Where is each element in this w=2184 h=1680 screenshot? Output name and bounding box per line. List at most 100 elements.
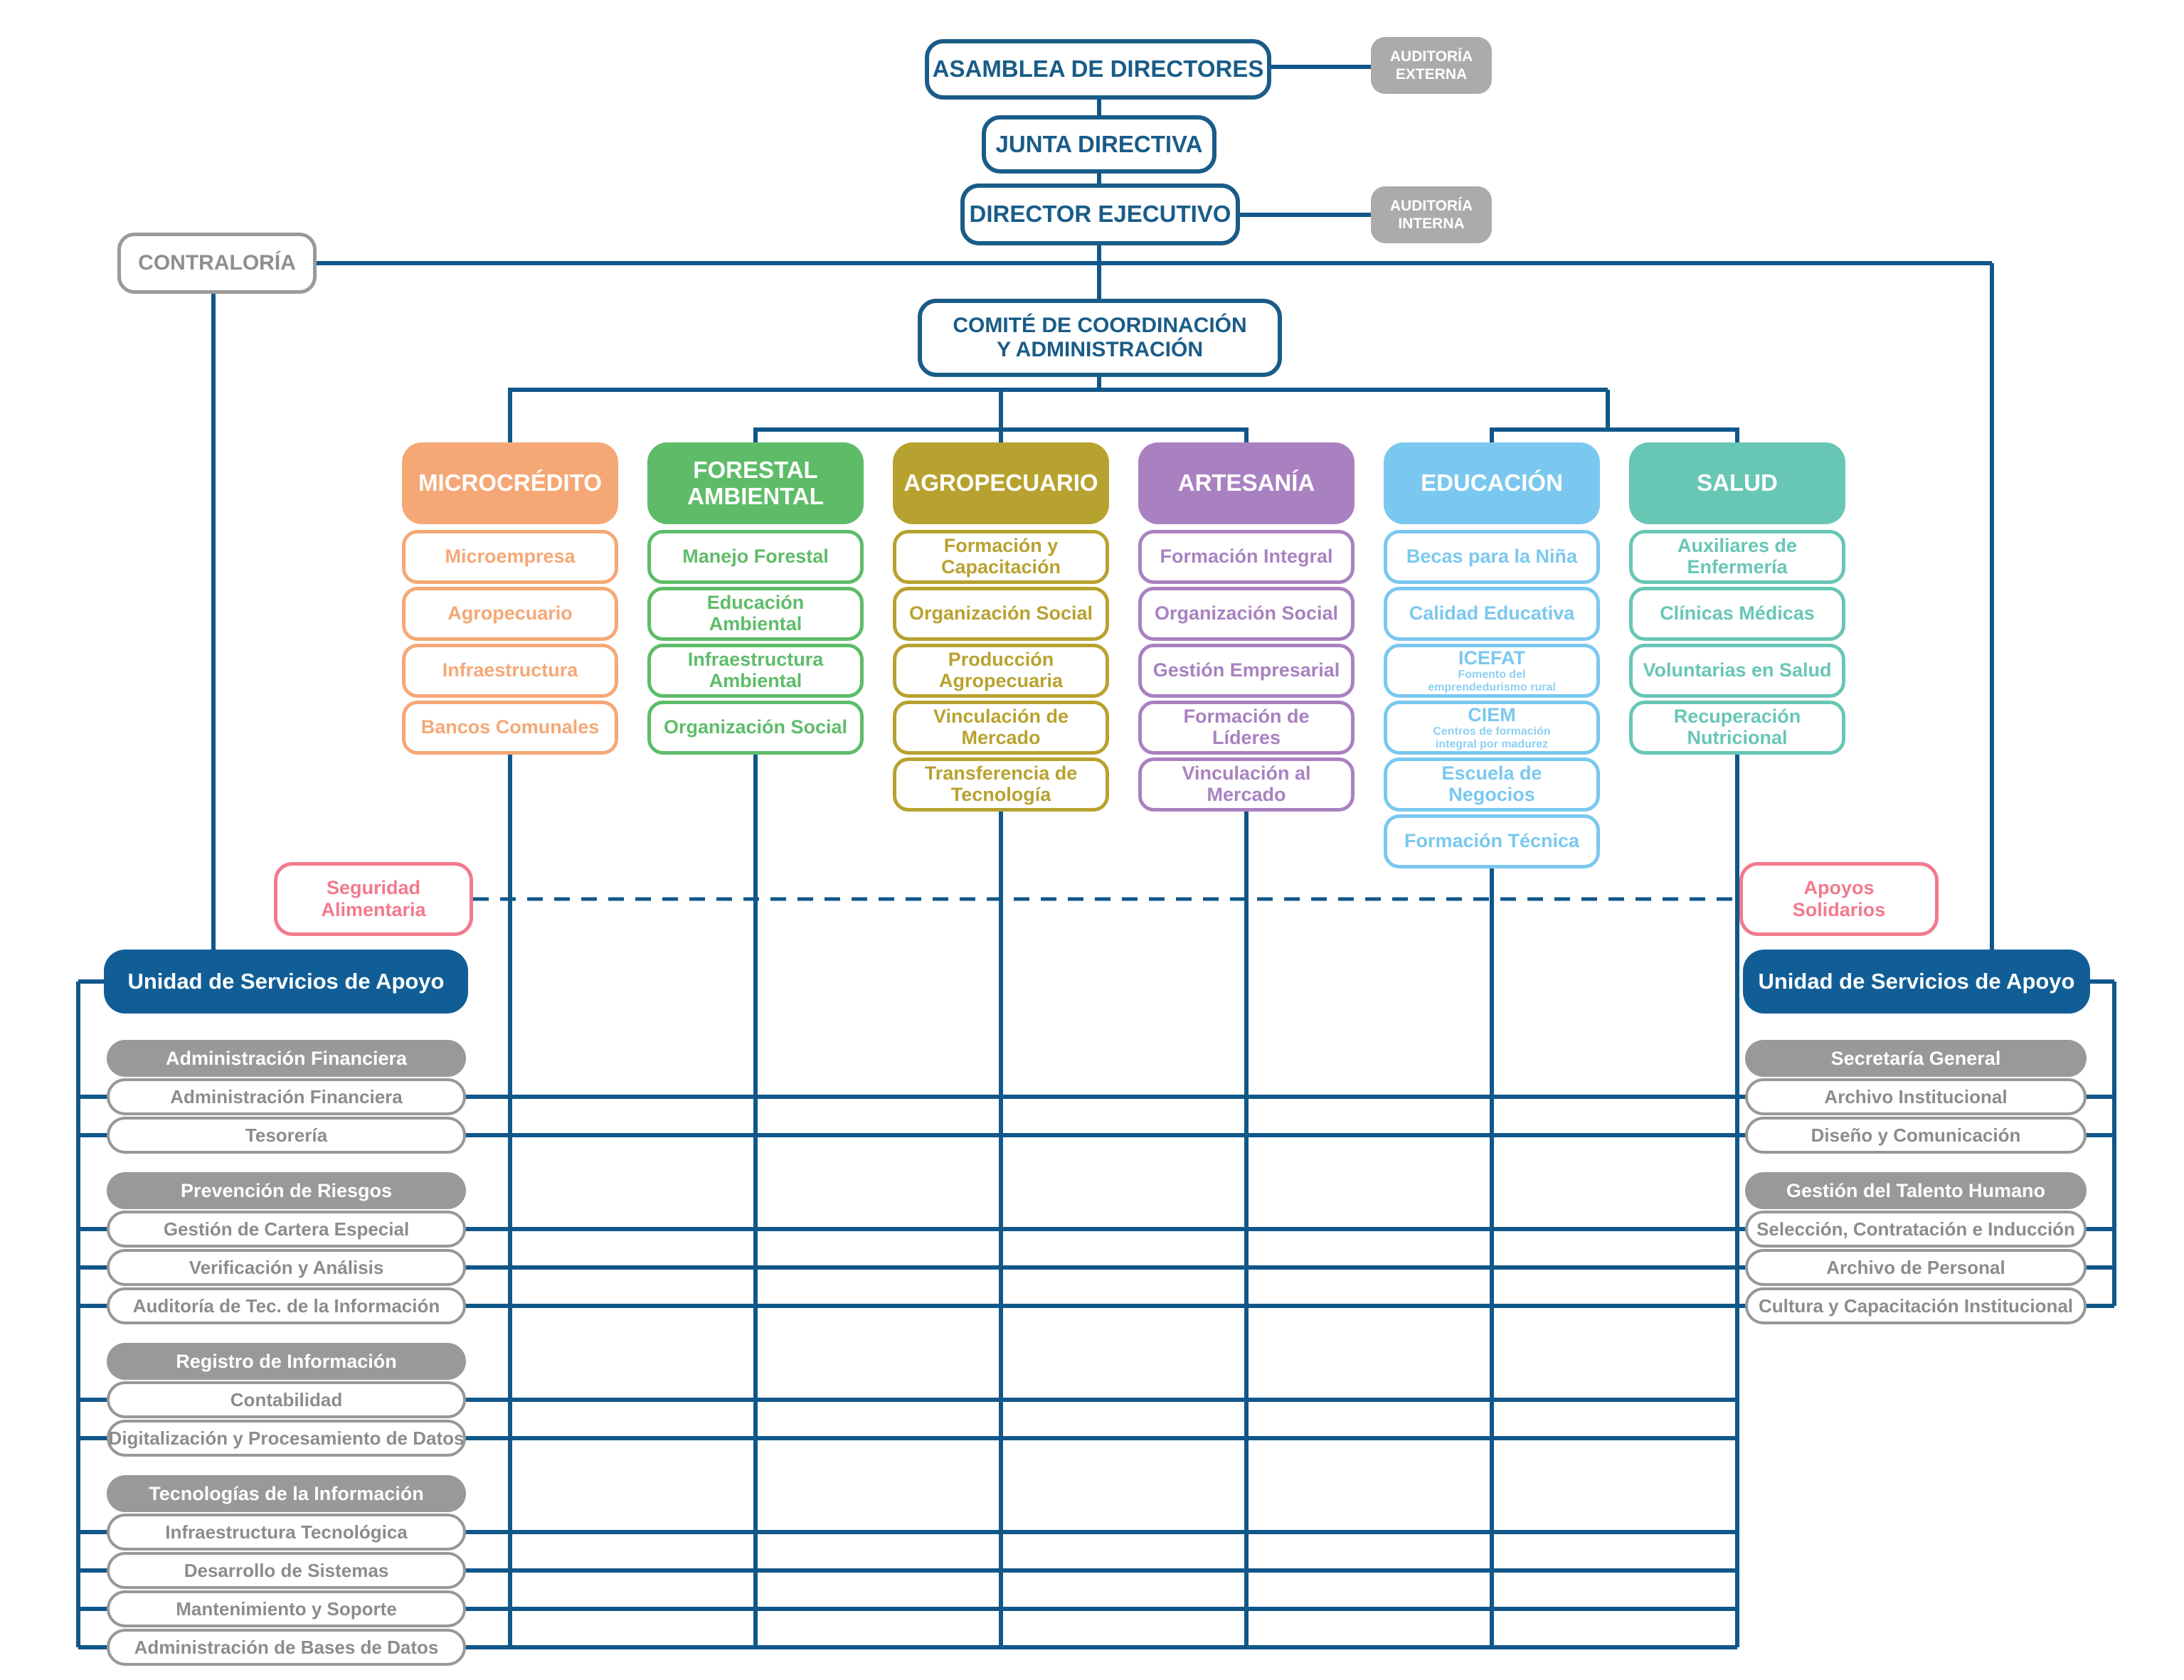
item-label: Educación Ambiental xyxy=(706,592,805,634)
dept-educacion-item: ICEFAT Fomento del emprendedurismo rural xyxy=(1384,644,1600,698)
column-drop-lines xyxy=(508,755,1739,1647)
dept-artesania-item: Organización Social xyxy=(1138,587,1355,641)
row-item-label: Archivo de Personal xyxy=(1826,1256,2005,1278)
dept-microcredito-item: Bancos Comunales xyxy=(402,701,618,755)
top-connectors xyxy=(211,65,1994,952)
left-row-item: Desarrollo de Sistemas xyxy=(107,1552,466,1589)
dept-educacion-item: CIEM Centros de formación integral por m… xyxy=(1384,701,1600,755)
dept-forestal-item: Manejo Forestal xyxy=(647,530,864,584)
dept-artesania: ARTESANÍA xyxy=(1138,442,1355,524)
dept-salud-item: Recuperación Nutricional xyxy=(1629,701,1845,755)
left-row-item: Contabilidad xyxy=(107,1381,466,1418)
item-label: Vinculación de Mercado xyxy=(933,706,1069,748)
dept-salud-item: Clínicas Médicas xyxy=(1629,587,1845,641)
item-label: Recuperación Nutricional xyxy=(1673,706,1801,748)
grid-row-lines xyxy=(464,1095,1747,1649)
item-label: Transferencia de Tecnología xyxy=(924,762,1078,805)
item-label: Auxiliares de Enfermería xyxy=(1677,535,1798,578)
group-header-label: Prevención de Riesgos xyxy=(180,1179,393,1201)
item-label: Microempresa xyxy=(445,546,576,568)
item-label: Bancos Comunales xyxy=(420,716,600,738)
node-auditoria-interna: AUDITORÍA INTERNA xyxy=(1371,186,1492,243)
dept-agropecuario-item: Vinculación de Mercado xyxy=(893,701,1109,755)
dept-artesania-item: Formación Integral xyxy=(1138,530,1355,584)
right-row-item: Diseño y Comunicación xyxy=(1745,1117,2087,1154)
left-row-item: Digitalización y Procesamiento de Datos xyxy=(107,1420,466,1457)
dept-agropecuario-item: Organización Social xyxy=(893,587,1109,641)
item-subtitle: Fomento del emprendedurismo rural xyxy=(1428,669,1556,693)
left-group-header: Prevención de Riesgos xyxy=(107,1172,466,1209)
right-row-item: Cultura y Capacitación Institucional xyxy=(1745,1287,2087,1324)
auditoria-externa-line1: AUDITORÍA xyxy=(1389,48,1473,65)
dept-microcredito-label: MICROCRÉDITO xyxy=(418,469,602,496)
group-header-label: Tecnologías de la Información xyxy=(149,1482,424,1504)
dept-forestal-item: Infraestructura Ambiental xyxy=(647,644,864,698)
row-item-label: Archivo Institucional xyxy=(1824,1085,2008,1107)
node-director-ejecutivo: DIRECTOR EJECUTIVO xyxy=(960,184,1240,245)
item-label: Formación y Capacitación xyxy=(940,535,1061,578)
auditoria-interna-line2: INTERNA xyxy=(1398,216,1465,232)
dept-agropecuario-label: AGROPECUARIO xyxy=(903,469,1098,496)
item-label: Calidad Educativa xyxy=(1409,602,1575,624)
row-item-label: Verificación y Análisis xyxy=(189,1256,384,1278)
group-header-label: Gestión del Talento Humano xyxy=(1786,1179,2046,1201)
dept-forestal-item: Educación Ambiental xyxy=(647,587,864,641)
row-item-label: Gestión de Cartera Especial xyxy=(163,1218,410,1240)
seguridad-line1: Seguridad xyxy=(326,876,421,898)
row-item-label: Selección, Contratación e Inducción xyxy=(1756,1218,2075,1240)
dept-microcredito: MICROCRÉDITO xyxy=(402,442,618,524)
right-group-header: Secretaría General xyxy=(1745,1040,2087,1077)
dept-agropecuario: AGROPECUARIO xyxy=(893,442,1109,524)
left-row-item: Tesorería xyxy=(107,1117,466,1154)
right-row-item: Archivo de Personal xyxy=(1745,1249,2087,1286)
item-label: Producción Agropecuaria xyxy=(938,649,1064,691)
right-unit-title: Unidad de Servicios de Apoyo xyxy=(1743,950,2090,1014)
item-label: Organización Social xyxy=(663,716,848,738)
director-label: DIRECTOR EJECUTIVO xyxy=(969,201,1231,228)
dept-agropecuario-item: Formación y Capacitación xyxy=(893,530,1109,584)
apoyos-line2: Solidarios xyxy=(1792,899,1886,920)
item-label: Formación Integral xyxy=(1160,546,1333,568)
dept-educacion: EDUCACIÓN xyxy=(1384,442,1600,524)
node-auditoria-externa: AUDITORÍA EXTERNA xyxy=(1371,37,1492,94)
node-junta-directiva: JUNTA DIRECTIVA xyxy=(982,115,1216,174)
auditoria-externa-line2: EXTERNA xyxy=(1395,66,1468,83)
right-row-item: Selección, Contratación e Inducción xyxy=(1745,1211,2087,1248)
dept-salud-item: Auxiliares de Enfermería xyxy=(1629,530,1845,584)
item-subtitle: Centros de formación integral por madure… xyxy=(1433,725,1551,750)
node-seguridad-alimentaria: Seguridad Alimentaria xyxy=(274,862,473,936)
row-item-label: Desarrollo de Sistemas xyxy=(184,1559,389,1581)
item-label: Infraestructura xyxy=(442,659,578,681)
dept-educacion-item: Formación Técnica xyxy=(1384,814,1600,868)
dept-microcredito-item: Agropecuario xyxy=(402,587,618,641)
dept-educacion-item: Calidad Educativa xyxy=(1384,587,1600,641)
group-header-label: Registro de Información xyxy=(176,1350,397,1372)
node-apoyos-solidarios: Apoyos Solidarios xyxy=(1739,862,1939,936)
left-row-item: Mantenimiento y Soporte xyxy=(107,1590,466,1627)
item-label: Formación Técnica xyxy=(1404,830,1580,852)
item-label: Vinculación al Mercado xyxy=(1182,762,1311,805)
item-label: Formación de Líderes xyxy=(1183,706,1310,748)
dept-educacion-item: Escuela de Negocios xyxy=(1384,757,1600,812)
row-item-label: Diseño y Comunicación xyxy=(1811,1124,2021,1146)
comite-line2: Y ADMINISTRACIÓN xyxy=(996,338,1203,361)
item-label: CIEM xyxy=(1468,703,1516,725)
right-row-item: Archivo Institucional xyxy=(1745,1078,2087,1115)
left-group-header: Tecnologías de la Información xyxy=(107,1475,466,1512)
dept-salud-item: Voluntarias en Salud xyxy=(1629,644,1845,698)
node-asamblea-label: ASAMBLEA DE DIRECTORES xyxy=(932,55,1264,83)
item-label: Agropecuario xyxy=(447,602,573,624)
dept-forestal: FORESTAL AMBIENTAL xyxy=(647,442,864,524)
item-label: Becas para la Niña xyxy=(1406,546,1578,568)
left-row-item: Gestión de Cartera Especial xyxy=(107,1211,466,1248)
row-item-label: Contabilidad xyxy=(230,1388,343,1410)
row-item-label: Mantenimiento y Soporte xyxy=(176,1597,397,1620)
item-label: Manejo Forestal xyxy=(682,546,829,568)
dept-artesania-item: Formación de Líderes xyxy=(1138,701,1355,755)
dept-agropecuario-item: Producción Agropecuaria xyxy=(893,644,1109,698)
comite-line1: COMITÉ DE COORDINACIÓN xyxy=(953,314,1247,338)
dept-microcredito-item: Microempresa xyxy=(402,530,618,584)
left-row-item: Infraestructura Tecnológica xyxy=(107,1514,466,1551)
dept-microcredito-item: Infraestructura xyxy=(402,644,618,698)
